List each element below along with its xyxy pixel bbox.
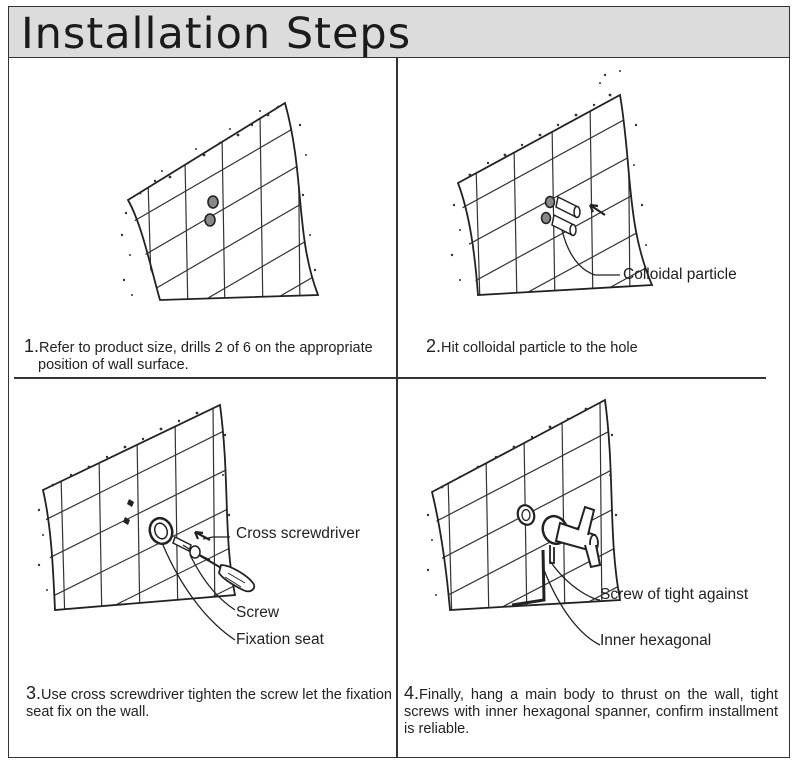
callout-cross-screwdriver: Cross screwdriver [236,525,361,542]
step-3-number: 3. [26,683,42,703]
step-3-caption: 3.Use cross screwdriver tighten the scre… [26,683,392,721]
callout-fixation-seat: Fixation seat [236,631,324,648]
page-title: Installation Steps [21,9,412,59]
step-4-number: 4. [404,683,420,703]
callout-inner-hexagonal: Inner hexagonal [600,632,712,649]
main-body-hex-key-illustration [426,398,622,646]
header-bar: Installation Steps [9,7,789,59]
step-4-text: Finally, hang a main body to thrust on t… [404,687,778,737]
horizontal-divider [14,377,766,379]
callout-colloidal-particle: Colloidal particle [623,266,737,283]
step-1-caption: 1.Refer to product size, drills 2 of 6 o… [24,336,394,374]
callout-screw-of-tight-against: Screw of tight against [600,586,749,603]
step-4-caption: 4.Finally, hang a main body to thrust on… [404,683,778,738]
step-2-caption: 2.Hit colloidal particle to the hole [426,336,766,357]
step-1-text-line1: Refer to product size, drills 2 of 6 on … [39,340,373,356]
step-3-text: Use cross screwdriver tighten the screw … [26,687,392,720]
step-1-text-line2: position of wall surface. [38,357,189,373]
wall-drill-holes-illustration [120,101,320,301]
step-2-text: Hit colloidal particle to the hole [441,340,638,356]
step-1-number: 1. [24,336,40,356]
diagram-frame [8,6,790,758]
vertical-divider [396,57,398,757]
step-2-number: 2. [426,336,442,356]
wall-colloidal-particle-illustration [450,70,654,296]
callout-screw: Screw [236,604,280,621]
screwdriver-fixation-illustration [37,403,256,641]
